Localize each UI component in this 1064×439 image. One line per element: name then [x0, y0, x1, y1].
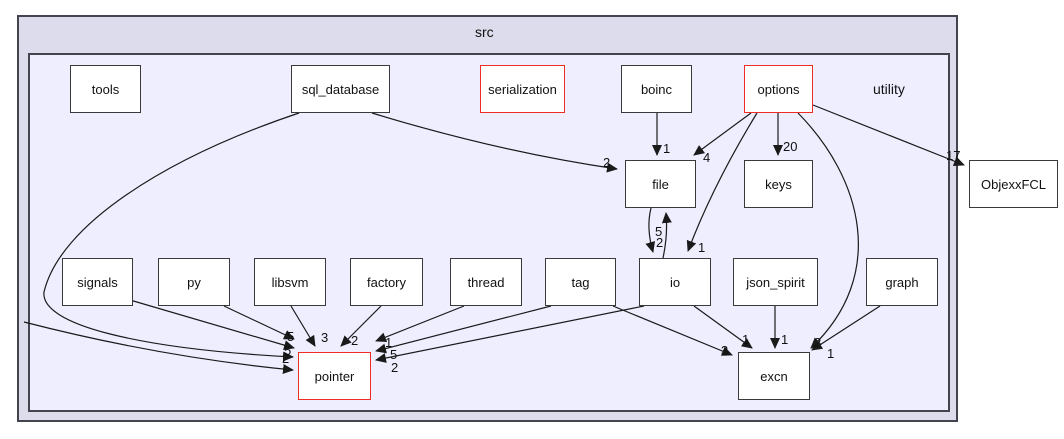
node-factory[interactable]: factory — [350, 258, 423, 306]
node-label-libsvm: libsvm — [271, 274, 309, 290]
node-label-options: options — [757, 81, 800, 97]
node-json_spirit[interactable]: json_spirit — [733, 258, 818, 306]
node-thread[interactable]: thread — [450, 258, 522, 306]
node-options[interactable]: options — [744, 65, 813, 113]
edge-tag-to-pointer — [375, 305, 552, 354]
edge-count-thread-to-pointer: 1 — [385, 335, 392, 350]
node-io[interactable]: io — [639, 258, 711, 306]
node-signals[interactable]: signals — [62, 258, 133, 306]
node-label-tag: tag — [571, 274, 590, 290]
node-label-io: io — [669, 274, 681, 290]
node-keys[interactable]: keys — [744, 160, 813, 208]
node-label-factory: factory — [366, 274, 406, 290]
edge-count-factory-to-pointer: 2 — [351, 333, 358, 348]
node-label-py: py — [187, 274, 201, 290]
node-label-sql_database: sql_database — [301, 81, 380, 97]
node-tag[interactable]: tag — [545, 258, 616, 306]
edge-count-boinc-to-file: 1 — [663, 141, 670, 156]
node-label-serialization: serialization — [488, 81, 557, 97]
edge-count-io-to-excn: 1 — [742, 332, 749, 347]
node-graph[interactable]: graph — [866, 258, 938, 306]
edge-count-sql_database-to-file: 2 — [603, 155, 610, 170]
edge-count-options-to-file: 4 — [703, 150, 710, 165]
node-label-excn: excn — [760, 368, 788, 384]
edge-io-to-file — [661, 212, 672, 259]
node-label-boinc: boinc — [640, 81, 673, 97]
edge-py-to-pointer — [223, 305, 295, 340]
node-label-pointer: pointer — [314, 368, 355, 384]
edge-factory-to-pointer — [340, 305, 382, 347]
edge-libsvm-to-pointer — [290, 305, 316, 347]
edge-count-io-to-pointer: 2 — [391, 360, 398, 375]
edge-file-to-io — [645, 207, 656, 253]
node-label-file: file — [652, 176, 669, 192]
node-label-graph: graph — [885, 274, 919, 290]
edge-options-to-ObjexxFCL — [812, 104, 965, 166]
edge-io-to-pointer — [375, 305, 645, 363]
node-serialization[interactable]: serialization — [480, 65, 565, 113]
node-libsvm[interactable]: libsvm — [254, 258, 326, 306]
edge-count-options-to-keys: 20 — [783, 139, 797, 154]
edge-options-to-io — [686, 112, 758, 252]
edge-tag-to-excn — [612, 305, 733, 356]
edge-signals-to-pointer — [129, 299, 295, 350]
node-label-json_spirit: json_spirit — [746, 274, 805, 290]
edge-sql_database-to-file — [371, 112, 618, 173]
edge-io-to-excn — [693, 305, 753, 349]
node-ObjexxFCL[interactable]: ObjexxFCL — [969, 160, 1058, 208]
edge-count-py-to-pointer: 5 — [287, 329, 294, 344]
node-boinc[interactable]: boinc — [621, 65, 692, 113]
edge-count-sql_database-to-pointer: 2 — [282, 351, 289, 366]
edge-count-options-to-io: 1 — [698, 240, 705, 255]
node-label-signals: signals — [77, 274, 118, 290]
edge-count-tag-to-excn: 3 — [721, 343, 728, 358]
edge-count-libsvm-to-pointer: 3 — [321, 330, 328, 345]
node-sql_database[interactable]: sql_database — [291, 65, 390, 113]
edge-left-curve-to-pointer — [23, 321, 294, 375]
edge-options-to-excn — [797, 112, 859, 349]
edge-count-tag-to-pointer: 5 — [390, 347, 397, 362]
edge-count-graph-to-excn: 1 — [827, 346, 834, 361]
edge-count-options-to-excn: 2 — [814, 335, 821, 350]
node-label-tools: tools — [91, 81, 120, 97]
node-excn[interactable]: excn — [738, 352, 810, 400]
node-pointer[interactable]: pointer — [298, 352, 371, 400]
node-label-ObjexxFCL: ObjexxFCL — [980, 176, 1047, 192]
edge-count-signals-to-pointer: 5 — [284, 343, 291, 358]
edge-sql_database-to-pointer — [43, 112, 300, 362]
edge-count-io-to-file: 5 — [655, 224, 662, 239]
node-label-thread: thread — [467, 274, 505, 290]
node-py[interactable]: py — [158, 258, 230, 306]
cluster-utility-label: utility — [873, 81, 905, 97]
node-label-keys: keys — [765, 176, 792, 192]
edge-thread-to-pointer — [375, 305, 465, 342]
edge-options-to-file — [693, 112, 752, 156]
edge-count-json_spirit-to-excn: 1 — [781, 332, 788, 347]
node-file[interactable]: file — [625, 160, 696, 208]
edge-count-options-to-ObjexxFCL: 17 — [946, 148, 960, 163]
node-tools[interactable]: tools — [70, 65, 141, 113]
cluster-src-label: src — [475, 24, 494, 40]
edge-count-file-to-io: 2 — [656, 235, 663, 250]
edge-graph-to-excn — [811, 305, 881, 351]
